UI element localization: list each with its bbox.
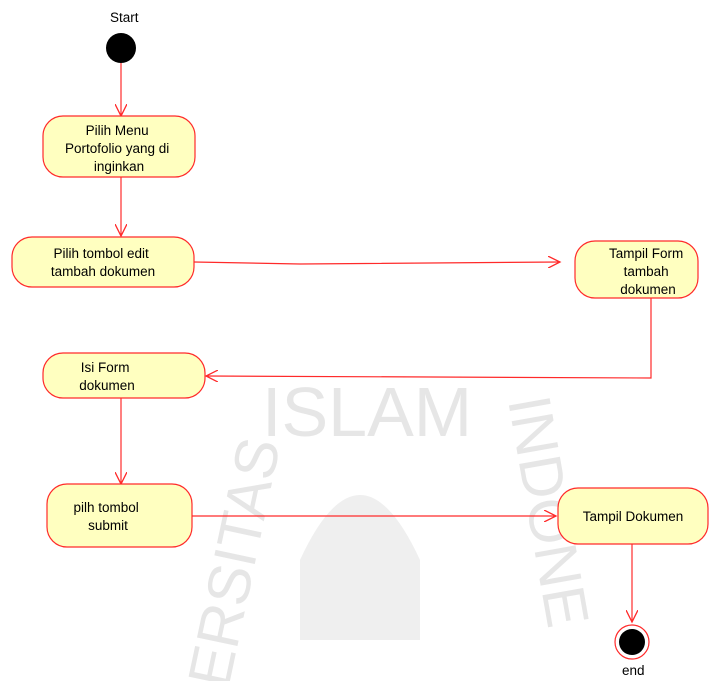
svg-text:Isi Form dokumen: Isi Form dokumen <box>79 360 135 393</box>
activity-tampil-form: Tampil Form tambah dokumen <box>574 240 699 299</box>
start-node: Start <box>106 10 139 63</box>
svg-text:Tampil Dokumen: Tampil Dokumen <box>583 509 684 524</box>
activity-pilih-menu-line-2: Portofolio yang di <box>65 141 169 156</box>
activity-tampil-dokumen-line-1: Tampil Dokumen <box>583 509 684 524</box>
activity-tampil-form-line-2: tambah <box>624 264 669 279</box>
activity-submit-line-1: pilh tombol <box>73 500 138 515</box>
edges <box>121 63 652 622</box>
watermark-text-top: ISLAM <box>262 373 472 451</box>
edge-tampil-form-to-isi-form <box>206 298 652 378</box>
activity-pilih-menu-line-1: Pilih Menu <box>86 123 149 138</box>
svg-text:Pilih tombol edit tambah: Pilih tombol edit tambah dokumen <box>51 246 155 279</box>
activity-tampil-form-line-1: Tampil Form <box>609 246 683 261</box>
end-inner-circle <box>619 629 645 655</box>
watermark-emblem <box>300 495 420 640</box>
svg-text:Tampil Form tambah: Tampil Form tambah dokumen <box>609 246 687 297</box>
activity-isi-form-line-1: Isi Form <box>81 360 130 375</box>
svg-text:pilh tombol submit: pilh tombol submit <box>73 500 142 533</box>
activity-pilih-edit-line-1: Pilih tombol edit <box>53 246 149 261</box>
activity-pilih-tombol-submit: pilh tombol submit <box>46 483 193 548</box>
svg-text:Pilih Menu Portofolio ya: Pilih Menu Portofolio yang di inginkan <box>65 123 173 174</box>
end-label: end <box>622 663 645 678</box>
activity-tampil-form-line-3: dokumen <box>620 282 676 297</box>
start-circle <box>106 33 136 63</box>
activity-submit-line-2: submit <box>88 518 128 533</box>
activity-pilih-menu: Pilih Menu Portofolio yang di inginkan <box>42 115 196 178</box>
watermark-text-left: ERSITAS <box>175 432 293 681</box>
activity-pilih-edit-line-2: tambah dokumen <box>51 264 155 279</box>
watermark: ISLAM ERSITAS INDONE <box>175 373 602 681</box>
activity-pilih-menu-line-3: inginkan <box>94 159 144 174</box>
end-node: end <box>614 624 650 678</box>
edge-pilih-edit-to-tampil-form <box>193 262 560 264</box>
activity-pilih-tombol-edit: Pilih tombol edit tambah dokumen <box>11 236 195 288</box>
start-label: Start <box>110 10 139 25</box>
activity-isi-form-line-2: dokumen <box>79 378 135 393</box>
activity-isi-form: Isi Form dokumen <box>42 352 206 399</box>
activity-tampil-dokumen: Tampil Dokumen <box>557 487 709 545</box>
